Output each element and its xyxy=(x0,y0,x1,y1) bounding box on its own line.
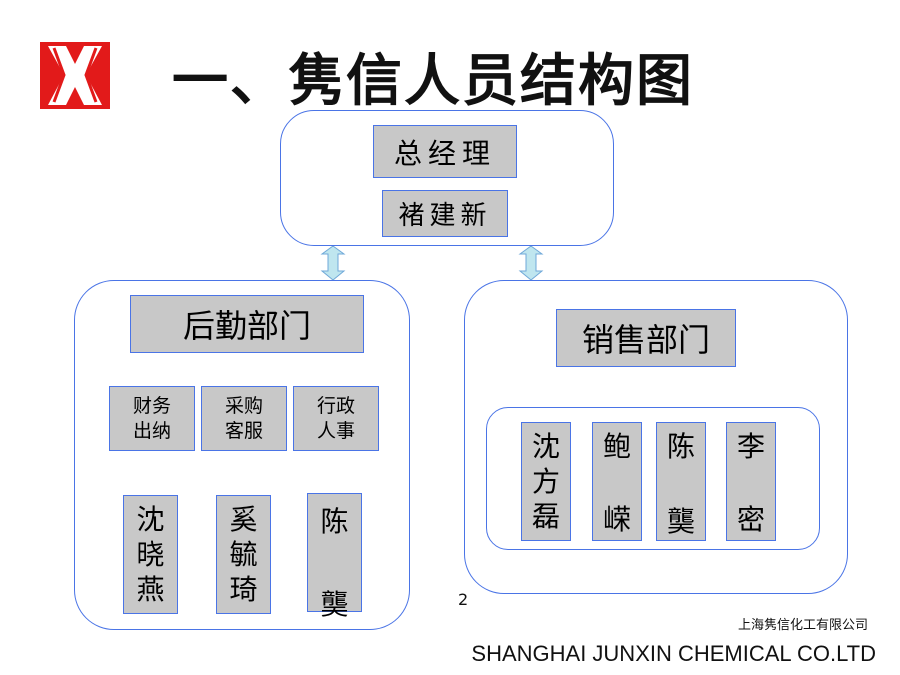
finance-unit-line1: 财务 xyxy=(132,394,171,417)
page-number: 2 xyxy=(458,590,469,609)
sales-dept-box: 销售部门 xyxy=(556,309,736,367)
general-manager-box: 总经理 xyxy=(373,125,517,178)
sales-person-4: 李 密 xyxy=(726,422,776,541)
purchasing-unit-box: 采购 客服 xyxy=(201,386,287,451)
person-box-finance: 沈 晓 燕 xyxy=(123,495,178,614)
double-arrow-left xyxy=(320,245,346,281)
purchasing-unit-line2: 客服 xyxy=(224,419,263,442)
admin-unit-box: 行政 人事 xyxy=(293,386,379,451)
person-char: 密 xyxy=(736,503,765,536)
person-char: 龑 xyxy=(320,588,349,621)
person-box-purchasing: 奚 毓 琦 xyxy=(216,495,271,614)
person-char: 磊 xyxy=(531,499,560,533)
person-char: 毓 xyxy=(229,537,258,571)
purchasing-unit-line1: 采购 xyxy=(224,394,263,417)
double-arrow-right xyxy=(518,245,544,281)
sales-person-1: 沈 方 磊 xyxy=(521,422,571,541)
sales-person-3: 陈 龑 xyxy=(656,422,706,541)
admin-unit-line2: 人事 xyxy=(316,419,355,442)
company-logo xyxy=(40,42,110,109)
person-char: 奚 xyxy=(229,502,258,536)
footer-company-cn: 上海隽信化工有限公司 xyxy=(737,618,868,633)
footer-company-en: SHANGHAI JUNXIN CHEMICAL CO.LTD xyxy=(471,641,876,666)
person-char: 方 xyxy=(531,464,560,498)
logistics-dept-box: 后勤部门 xyxy=(130,295,364,353)
person-char: 嵘 xyxy=(602,503,631,536)
person-char: 李 xyxy=(736,430,765,463)
person-char: 燕 xyxy=(136,572,165,606)
person-char: 鲍 xyxy=(602,430,631,463)
person-char: 晓 xyxy=(136,537,165,571)
finance-unit-box: 财务 出纳 xyxy=(109,386,195,451)
person-char: 沈 xyxy=(531,429,560,463)
person-box-admin: 陈 龑 xyxy=(307,493,362,619)
person-char: 龑 xyxy=(666,505,695,538)
person-char: 陈 xyxy=(666,430,695,463)
finance-unit-line2: 出纳 xyxy=(132,419,171,442)
admin-unit-line1: 行政 xyxy=(316,394,355,417)
page-title: 一、隽信人员结构图 xyxy=(172,49,694,114)
person-char: 沈 xyxy=(136,502,165,536)
person-char: 琦 xyxy=(229,572,258,606)
person-char: 陈 xyxy=(320,505,349,538)
general-manager-name-box: 褚建新 xyxy=(382,190,508,237)
sales-person-2: 鲍 嵘 xyxy=(592,422,642,541)
